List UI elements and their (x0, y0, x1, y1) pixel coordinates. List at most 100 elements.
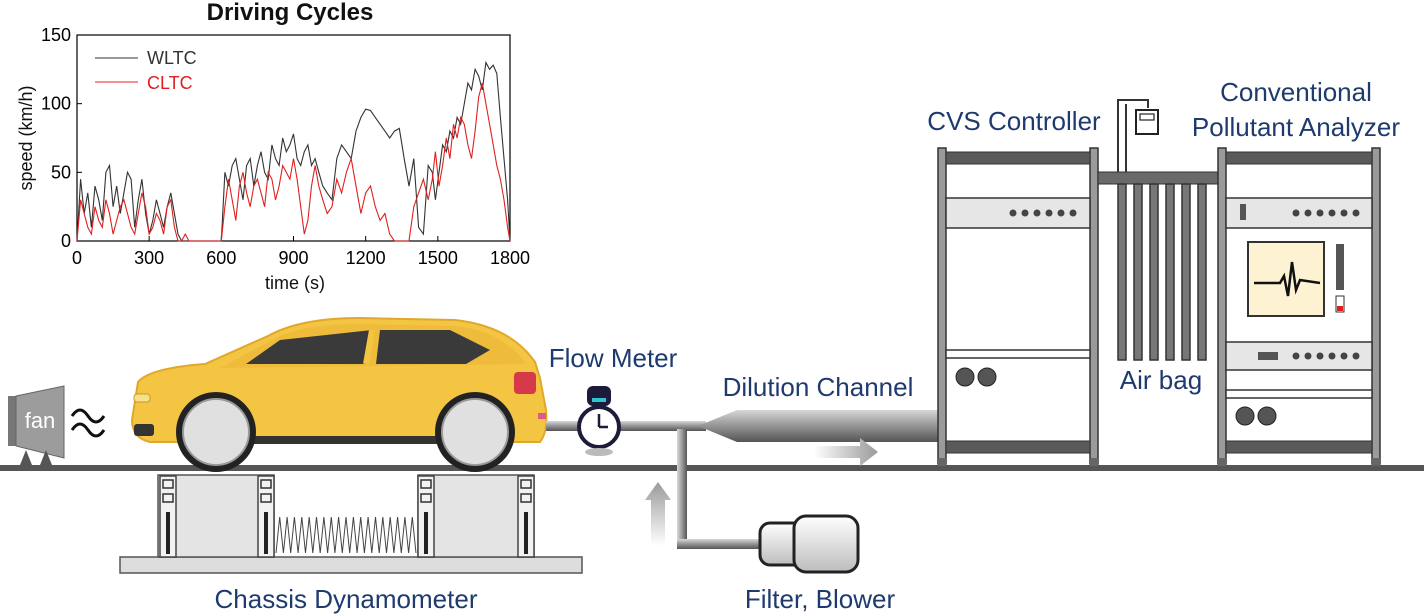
y-axis-ticks: 0 50 100 150 (41, 25, 82, 251)
analyzer-panel-top (1225, 197, 1373, 229)
fan-label: fan (25, 408, 56, 433)
dilution-channel-pipe (737, 410, 939, 442)
cvs-foot-left (938, 458, 946, 466)
analyzer-divider (1225, 389, 1373, 399)
analyzer-gauge (1336, 244, 1344, 290)
y-tick-label: 150 (41, 25, 71, 45)
dilution-channel-cone (698, 410, 737, 442)
legend-label-wltc: WLTC (147, 48, 197, 68)
x-tick-label: 900 (278, 248, 308, 268)
chassis-dynamometer-label: Chassis Dynamometer (215, 584, 478, 614)
car-exhaust-tip (538, 413, 546, 419)
analyzer-bottom-bar (1225, 440, 1373, 454)
analyzer-label-line1: Conventional (1220, 77, 1372, 107)
flow-meter-label: Flow Meter (549, 343, 678, 373)
x-axis-label: time (s) (265, 273, 325, 293)
clock-icon (597, 414, 608, 429)
legend: WLTC CLTC (95, 48, 197, 93)
exhaust-pipe (546, 421, 767, 549)
analyzer-indicator-dots-top (1292, 209, 1360, 217)
air-bag-label: Air bag (1120, 365, 1202, 395)
blower-unit (792, 514, 860, 574)
cvs-panel-top (945, 197, 1091, 229)
air-bag-manifold (1097, 171, 1219, 185)
fan-leg-left (20, 450, 32, 465)
car-front-grille (134, 424, 154, 436)
car-headlight (133, 393, 151, 403)
y-tick-label: 100 (41, 94, 71, 114)
car-wheel-rear (435, 392, 515, 472)
analyzer-switch (1240, 204, 1246, 220)
car-side-skirt (238, 436, 448, 444)
cvs-knob-right (977, 367, 997, 387)
dyno-roller-housing-right (417, 474, 535, 558)
series-line-cltc (76, 82, 511, 242)
dyno-post-bars (166, 512, 528, 554)
y-axis-label: speed (km/h) (16, 85, 36, 190)
flow-meter-indicator (592, 398, 606, 402)
pollutant-analyzer-rack: Conventional Pollutant Analyzer (1192, 77, 1400, 466)
car-window-rear (376, 330, 490, 364)
dilution-channel-label: Dilution Channel (723, 372, 914, 402)
cvs-foot-right (1090, 458, 1098, 466)
analyzer-foot-left (1218, 458, 1226, 466)
cvs-post-left (937, 147, 947, 465)
flow-meter-base (585, 448, 613, 456)
blower-branch-vertical (677, 429, 687, 547)
analyzer-indicator-dots-middle (1292, 352, 1360, 360)
sensor-cable (1117, 99, 1149, 172)
flow-arrow-right-icon (814, 438, 878, 466)
x-axis-ticks: 0 300 600 900 1200 1500 1800 (72, 236, 530, 268)
dyno-post-details (162, 479, 532, 503)
dyno-roller-housing-left (157, 474, 275, 558)
y-tick-label: 50 (51, 162, 71, 182)
air-bag-tubes (1117, 183, 1207, 361)
x-tick-label: 0 (72, 248, 82, 268)
analyzer-status-indicator (1335, 295, 1345, 313)
cvs-bottom-bar (945, 440, 1091, 454)
cvs-post-right (1089, 147, 1099, 465)
x-tick-label: 300 (134, 248, 164, 268)
analyzer-label-line2: Pollutant Analyzer (1192, 112, 1400, 142)
cvs-knob-left (955, 367, 975, 387)
fan-leg-right (40, 450, 52, 465)
analyzer-slot (1258, 352, 1278, 360)
waveform-icon (1254, 261, 1321, 297)
dilution-channel: Dilution Channel (698, 372, 939, 442)
cvs-indicator-dots (1009, 209, 1077, 217)
analyzer-knob-left (1235, 406, 1255, 426)
analyzer-foot-right (1372, 458, 1380, 466)
flow-arrow-up-icon (645, 482, 671, 546)
car-window-front (246, 330, 372, 364)
sensor-box-icon (1135, 109, 1159, 135)
chassis-dynamometer: Chassis Dynamometer (119, 474, 583, 614)
analyzer-top-bar (1225, 151, 1373, 165)
analyzer-post-right (1371, 147, 1381, 465)
x-tick-label: 1500 (418, 248, 458, 268)
air-bags: Air bag (1097, 99, 1219, 395)
car-windshield-trim (363, 329, 375, 365)
tailpipe-segment (546, 421, 706, 431)
filter-blower-label: Filter, Blower (745, 584, 896, 614)
fan-mount (8, 396, 16, 446)
airflow-icon (70, 408, 106, 438)
x-tick-label: 1800 (490, 248, 530, 268)
legend-label-cltc: CLTC (147, 73, 193, 93)
cvs-controller-label: CVS Controller (927, 106, 1101, 136)
x-tick-label: 1200 (346, 248, 386, 268)
series-line-wltc (76, 60, 511, 242)
dyno-base (119, 556, 583, 574)
x-tick-label: 600 (206, 248, 236, 268)
filter-blower: Filter, Blower (745, 514, 896, 614)
car-tail-light (514, 372, 536, 394)
y-tick-label: 0 (61, 231, 71, 251)
sensor-box-screen (1139, 113, 1155, 121)
fan: fan (8, 385, 106, 465)
fan-body (15, 385, 65, 459)
car (130, 316, 548, 472)
dyno-spring (275, 516, 417, 554)
chart-title: Driving Cycles (207, 0, 374, 26)
analyzer-screen (1247, 241, 1325, 317)
blower-branch-horizontal (677, 539, 767, 549)
